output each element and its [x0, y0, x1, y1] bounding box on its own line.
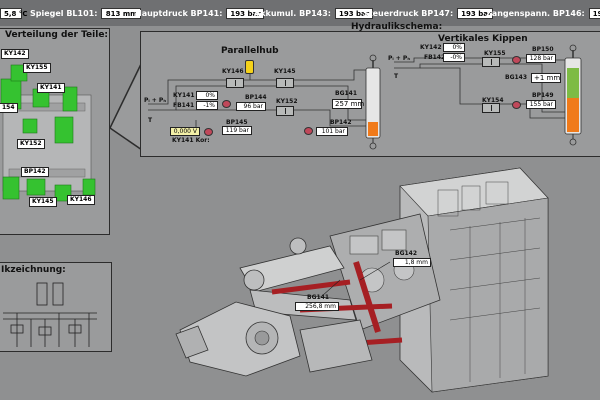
verteilung-panel: Verteilung der Teile: KY142 KY155 KY141 … — [0, 28, 110, 235]
parallelhub-tank: T — [148, 117, 153, 124]
fb141-value: -1% — [196, 101, 218, 110]
ky145-valve — [276, 78, 294, 88]
ky146-solenoid-icon — [245, 60, 254, 74]
bg143-label: BG143 — [505, 74, 528, 81]
spiegel-label: Spiegel BL101: — [30, 8, 98, 18]
part-tag-ky145: KY145 — [29, 197, 57, 207]
bp149-sensor-icon — [512, 101, 521, 109]
ky154-label: KY154 — [482, 97, 504, 104]
ky155-valve — [482, 57, 500, 67]
fb142-value: -0% — [443, 53, 465, 62]
ky152-label: KY152 — [276, 98, 298, 105]
ky146-valve — [226, 78, 244, 88]
bp142-label: BP142 — [330, 119, 352, 126]
fb142-label: FB142 — [424, 54, 446, 61]
ky146-label: KY146 — [222, 68, 244, 75]
spiegel-readout: Spiegel BL101: 813 mm — [30, 7, 142, 19]
ky141-label: KY141 — [173, 92, 195, 99]
temperature-readout: 5,8 °C — [0, 7, 27, 19]
ky141-voltage-value: 0,000 V — [170, 127, 200, 136]
hauptdruck-readout: Hauptdruck BP141: 193 bar — [135, 7, 265, 19]
ky145-label: KY145 — [274, 68, 296, 75]
machine-bg141-value: 256,8 mm — [295, 302, 339, 311]
parallelhub-title: Parallelhub — [221, 46, 279, 56]
bp145-value: 119 bar — [222, 126, 252, 135]
kippen-tank: T — [394, 73, 399, 80]
circuit-drawing-graphic — [3, 282, 97, 347]
bp150-value: 128 bar — [526, 54, 556, 63]
part-tag-154: 154 — [0, 103, 18, 113]
zangen-label: Zangenspann. BP146: — [486, 8, 585, 18]
verteilung-title: Verteilung der Teile: — [5, 30, 109, 40]
ky141-kor-label: KY141 Kor: — [172, 137, 210, 144]
part-tag-ky142: KY142 — [1, 49, 29, 59]
fb141-label: FB141 — [173, 102, 195, 109]
bp145-label: BP145 — [226, 119, 248, 126]
akkumul-value: 193 bar — [334, 7, 373, 19]
bp145-sensor-icon — [204, 128, 213, 136]
bp149-label: BP149 — [532, 92, 554, 99]
part-tag-ky152: KY152 — [17, 139, 45, 149]
ky154-valve — [482, 103, 500, 113]
hauptdruck-value: 193 bar — [226, 7, 265, 19]
bp144-value: 96 bar — [236, 102, 266, 111]
hydraulikschema-title: Hydraulikschema: — [351, 22, 443, 32]
spiegel-value: 813 mm — [101, 7, 142, 19]
bp144-sensor-icon — [222, 100, 231, 108]
zangen-readout: Zangenspann. BP146: 190 bar — [486, 7, 600, 19]
bp150-sensor-icon — [512, 56, 521, 64]
ky142-label: KY142 — [420, 44, 442, 51]
bp149-value: 155 bar — [526, 100, 556, 109]
bg141-label: BG141 — [335, 90, 358, 97]
part-tag-ky146: KY146 — [67, 195, 95, 205]
akkumul-readout: Akkumul. BP143: 193 bar — [254, 7, 373, 19]
machine-bg142-label: BG142 — [395, 250, 418, 257]
ky142-value: 0% — [443, 43, 465, 52]
kippen-title: Vertikales Kippen — [438, 34, 528, 44]
part-tag-ky141: KY141 — [37, 83, 65, 93]
hauptdruck-label: Hauptdruck BP141: — [135, 8, 223, 18]
part-tag-ky155: KY155 — [23, 63, 51, 73]
machine-bg142-value: 1,8 mm — [393, 258, 431, 267]
bp142-sensor-icon — [304, 127, 313, 135]
steuerdruck-readout: Steuerdruck BP147: 193 bar — [363, 7, 494, 19]
bp142-value: 101 bar — [316, 127, 348, 136]
part-tag-bp142: BP142 — [21, 167, 49, 177]
ky152-valve — [276, 106, 294, 116]
ky155-label: KY155 — [484, 50, 506, 57]
zeichnung-panel: Ikzeichnung: — [0, 262, 112, 352]
zangen-value: 190 bar — [588, 7, 600, 19]
machine-bg141-label: BG141 — [307, 294, 330, 301]
bp144-label: BP144 — [245, 94, 267, 101]
steuerdruck-label: Steuerdruck BP147: — [363, 8, 454, 18]
status-bar: 5,8 °C Spiegel BL101: 813 mm Hauptdruck … — [0, 0, 600, 26]
ky141-value: 0% — [196, 91, 218, 100]
kippen-pressure-in: Pₗ + Pₕ — [388, 55, 411, 62]
bg143-value: +1 mm — [531, 73, 561, 83]
steuerdruck-value: 193 bar — [457, 7, 494, 19]
bp150-label: BP150 — [532, 46, 554, 53]
akkumul-label: Akkumul. BP143: — [254, 8, 331, 18]
zeichnung-title: Ikzeichnung: — [1, 265, 66, 275]
bg141-value: 257 mm — [332, 99, 364, 109]
temperature-value: 5,8 °C — [0, 7, 27, 19]
parallelhub-pressure-in: Pₗ + Pₕ — [144, 97, 167, 104]
